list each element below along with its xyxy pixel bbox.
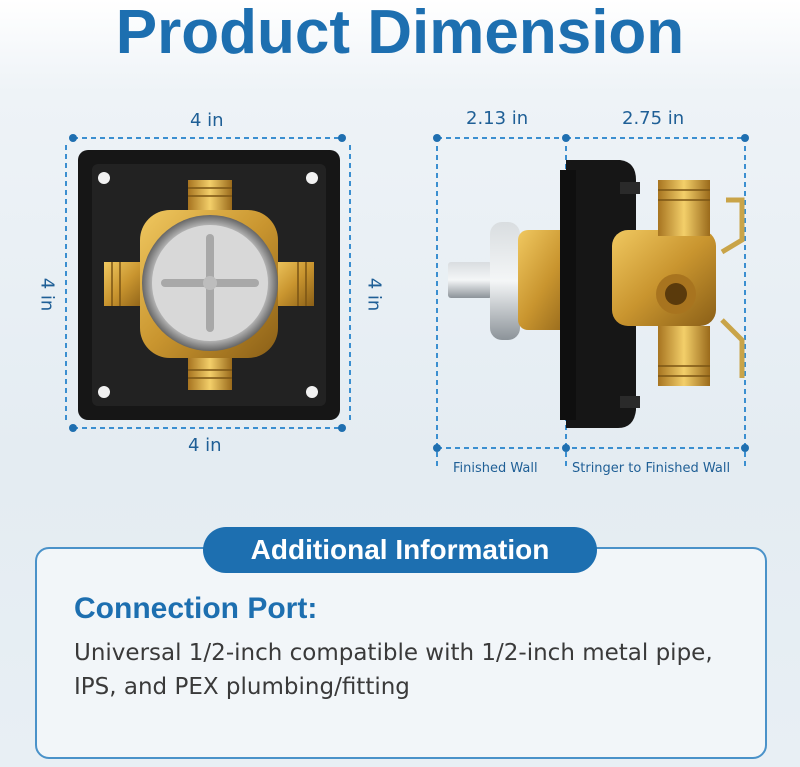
front-right-dimension: 4 in bbox=[363, 277, 385, 312]
front-top-dimension: 4 in bbox=[190, 110, 224, 131]
front-bottom-dimension: 4 in bbox=[188, 435, 222, 456]
front-dimension-endpoints bbox=[69, 134, 346, 432]
side-bottom-port bbox=[658, 326, 710, 386]
side-view bbox=[433, 134, 749, 470]
front-left-dimension: 4 in bbox=[36, 277, 58, 312]
connection-port-description: Universal 1/2-inch compatible with 1/2-i… bbox=[74, 640, 713, 700]
connection-port-title: Connection Port: bbox=[74, 592, 318, 625]
side-left-dimension: 2.13 in bbox=[466, 108, 529, 129]
left-port bbox=[104, 262, 146, 306]
additional-info-panel bbox=[35, 547, 767, 759]
side-top-port bbox=[658, 180, 710, 236]
right-port bbox=[272, 262, 314, 306]
finished-wall-label: Finished Wall bbox=[453, 461, 538, 476]
valve-stem bbox=[448, 262, 492, 298]
page-title: Product Dimension bbox=[115, 0, 685, 67]
side-housing bbox=[566, 160, 636, 428]
mounting-holes bbox=[98, 172, 318, 398]
front-dimension-lines bbox=[65, 137, 351, 429]
additional-info-heading: Additional Information bbox=[203, 527, 597, 573]
trim-ring bbox=[490, 222, 520, 340]
side-right-dimension: 2.75 in bbox=[622, 108, 685, 129]
stringer-label: Stringer to Finished Wall bbox=[572, 461, 731, 476]
front-view bbox=[65, 134, 351, 432]
